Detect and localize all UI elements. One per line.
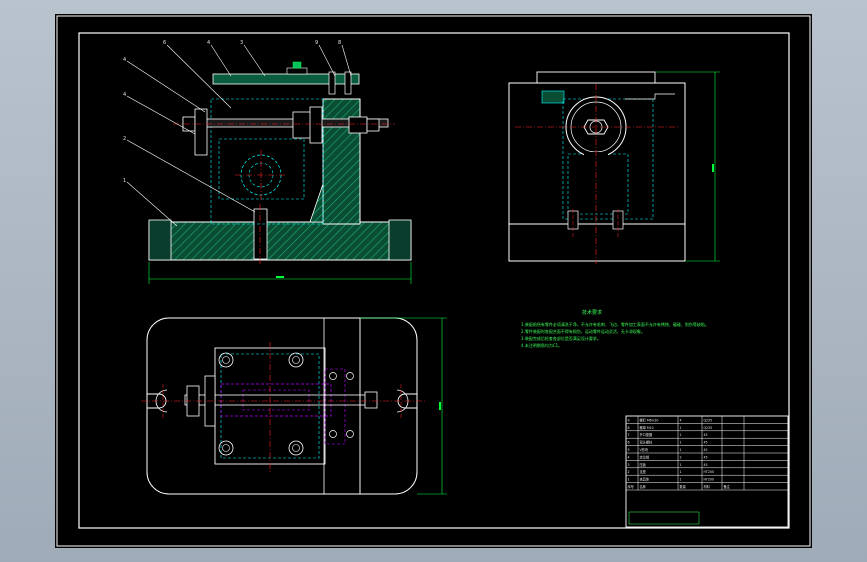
technical-notes: 技术要求 1.装配前所有零件必须清洗干净，不允许有毛刺、飞边，零件加工表面不允许…: [521, 309, 709, 348]
svg-text:技术要求: 技术要求: [582, 309, 602, 316]
title-block-cell: 2: [628, 470, 630, 474]
svg-text:2.零件装配时各配合面不得有损伤，运动零件运动灵活、无卡滞现: 2.零件装配时各配合面不得有损伤，运动零件运动灵活、无卡滞现象。: [521, 328, 645, 334]
svg-text:6: 6: [163, 40, 166, 46]
title-block-cell: 9: [628, 418, 630, 422]
cad-viewport[interactable]: 6 4 3 9 8 4 4 2 1: [55, 14, 812, 548]
svg-text:3.装配完成后检查各部位是否满足设计要求。: 3.装配完成后检查各部位是否满足设计要求。: [521, 335, 601, 341]
title-block-cell: 定位销: [640, 454, 650, 459]
title-block-header: 名称: [640, 484, 647, 489]
title-block-cell: 1: [680, 426, 682, 430]
title-block-cell: 1: [680, 478, 682, 482]
title-block-cell: 1: [680, 448, 682, 452]
title-block-cell: 4: [628, 455, 630, 459]
title-block-cell: 45: [704, 455, 708, 459]
title-block-cell: 6: [628, 441, 630, 445]
title-block-cell: 45: [704, 433, 708, 437]
svg-text:1.装配前所有零件必须清洗干净，不允许有毛刺、飞边，零件加工: 1.装配前所有零件必须清洗干净，不允许有毛刺、飞边，零件加工表面不允许有锈蚀、磕…: [521, 321, 709, 327]
title-block-header: 数量: [680, 484, 687, 489]
svg-text:2: 2: [123, 136, 126, 142]
svg-text:4.未注明倒角均为C1。: 4.未注明倒角均为C1。: [521, 342, 562, 348]
title-block-cell: 1: [680, 463, 682, 467]
title-block-cell: 8: [628, 426, 630, 430]
front-section-view[interactable]: 6 4 3 9 8 4 4 2 1: [123, 40, 412, 284]
title-block-cell: HT200: [704, 470, 714, 474]
svg-text:4: 4: [207, 40, 210, 46]
title-block-header: 备注: [724, 484, 731, 489]
depth-dimension: [360, 317, 447, 495]
title-block-cell: 45: [704, 448, 708, 452]
title-block-cell: 1: [628, 478, 630, 482]
svg-text:4: 4: [123, 57, 126, 63]
title-block-header: 材料: [704, 484, 711, 489]
title-block-cell: Q235: [704, 426, 713, 430]
height-dimension: [655, 71, 720, 262]
svg-text:4: 4: [123, 92, 126, 98]
svg-text:9: 9: [315, 40, 318, 46]
side-view[interactable]: [508, 71, 720, 264]
svg-text:1: 1: [123, 178, 126, 184]
part-number-labels: 6 4 3 9 8 4 4 2 1: [123, 40, 341, 184]
title-block-cell: 5: [628, 448, 630, 452]
svg-text:8: 8: [338, 40, 341, 46]
title-block-cell: 支座: [640, 469, 647, 474]
assembly-drawing: 6 4 3 9 8 4 4 2 1: [56, 15, 811, 547]
title-block-cell: 7: [628, 433, 630, 437]
svg-text:3: 3: [240, 40, 243, 46]
title-block-cell: 双头螺柱: [640, 440, 654, 445]
width-dimension: [148, 262, 412, 284]
title-block-cell: 压板: [640, 462, 647, 467]
title-block-cell: 1: [680, 441, 682, 445]
title-block-cell: 1: [680, 433, 682, 437]
title-block-header: 序号: [628, 484, 634, 489]
title-block-cell: HT200: [704, 478, 714, 482]
top-view[interactable]: [141, 317, 447, 495]
title-block-cell: 螺母 M10: [640, 425, 654, 430]
title-block-cell: 夹具体: [640, 477, 650, 482]
inner-frame: [78, 32, 790, 529]
title-block-cell: 45: [704, 441, 708, 445]
title-block-cell: Q235: [704, 418, 713, 422]
title-block-cell: 45: [704, 463, 708, 467]
title-block-cell: 4: [680, 418, 682, 422]
outer-frame: [56, 15, 811, 547]
title-block-cell: 2: [680, 455, 682, 459]
title-block-cell: 开口垫圈: [640, 432, 653, 437]
title-block-cell: V形块: [640, 447, 649, 452]
title-block-cell: 螺钉 M6×20: [640, 417, 659, 422]
title-block-cell: 3: [628, 463, 630, 467]
title-block-cell: 1: [680, 470, 682, 474]
